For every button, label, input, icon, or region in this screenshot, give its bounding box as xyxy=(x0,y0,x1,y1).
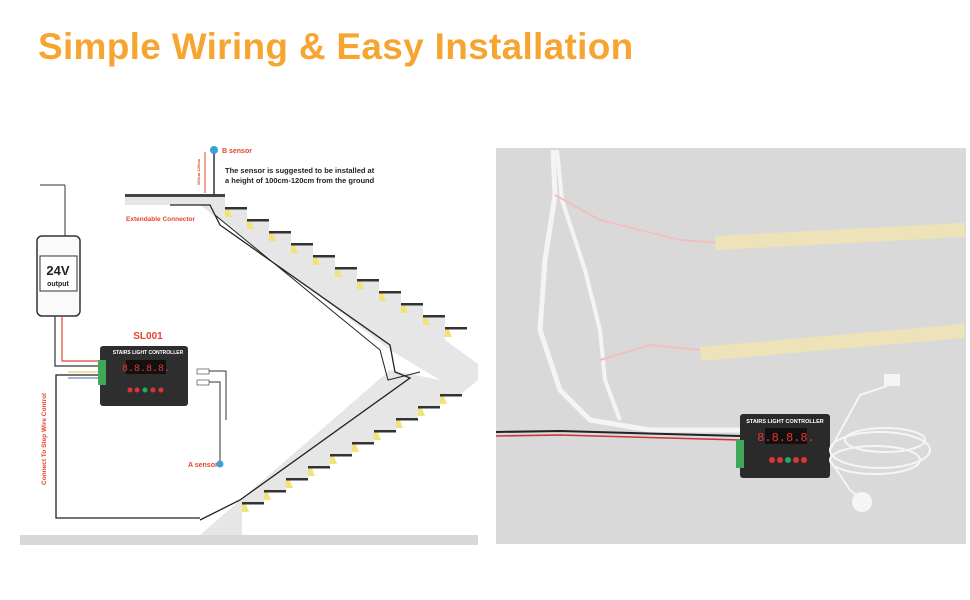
stair-tread xyxy=(264,490,286,493)
stair-tread xyxy=(445,327,467,330)
b-sensor-icon xyxy=(210,146,218,154)
led-strip-upper xyxy=(715,222,966,250)
stair-tread xyxy=(374,430,396,433)
upper-stair-flight xyxy=(125,196,478,380)
step-wire-label: Connect To Step Wire Control xyxy=(41,393,48,485)
sensor-lower-photo xyxy=(852,492,872,512)
stair-tread xyxy=(269,231,291,234)
step-light xyxy=(423,317,430,325)
photo-controller-display: 8.8.8.8. xyxy=(757,431,815,445)
stair-tread xyxy=(242,502,264,505)
step-light xyxy=(286,480,293,488)
step-light xyxy=(335,269,342,277)
step-light xyxy=(242,504,249,512)
model-label: SL001 xyxy=(133,331,163,342)
step-light xyxy=(352,444,359,452)
stair-tread xyxy=(225,207,247,210)
height-mark: 100cm-120cm xyxy=(196,158,201,185)
power-output: output xyxy=(47,281,69,288)
stair-tread xyxy=(352,442,374,445)
controller-label: STAIRS LIGHT CONTROLLER xyxy=(113,350,184,356)
controller-photo xyxy=(740,414,830,478)
step-light xyxy=(396,420,403,428)
floor xyxy=(20,535,478,545)
b-sensor-label: B sensor xyxy=(222,148,252,155)
stair-tread xyxy=(440,394,462,397)
step-light xyxy=(445,329,452,337)
stair-tread xyxy=(313,255,335,258)
step-light xyxy=(330,456,337,464)
stair-tread xyxy=(330,454,352,457)
stair-tread xyxy=(308,466,330,469)
sensor-upper-photo xyxy=(884,374,900,386)
page-title: Simple Wiring & Easy Installation xyxy=(38,26,634,67)
step-light xyxy=(264,492,271,500)
controller-display: 8.8.8.8. xyxy=(122,364,170,375)
step-light xyxy=(379,293,386,301)
photo-controller-label: STAIRS LIGHT CONTROLLER xyxy=(746,419,824,425)
stair-tread xyxy=(379,291,401,294)
step-light xyxy=(374,432,381,440)
note-line-1: The sensor is suggested to be installed … xyxy=(225,166,375,175)
step-wire xyxy=(170,204,412,521)
stair-tread xyxy=(401,303,423,306)
stair-tread xyxy=(357,279,379,282)
lower-stair-flight xyxy=(200,370,478,535)
led-strip-lower xyxy=(699,323,966,361)
step-light xyxy=(418,408,425,416)
step-light xyxy=(247,221,254,229)
a-sensor-icon xyxy=(216,460,224,468)
step-light xyxy=(291,245,298,253)
step-light xyxy=(440,396,447,404)
stair-tread xyxy=(247,219,269,222)
step-light xyxy=(313,257,320,265)
a-sensor-label: A sensor xyxy=(188,462,218,469)
stair-tread xyxy=(418,406,440,409)
extendable-connector-label: Extendable Connector xyxy=(126,216,195,223)
stair-tread xyxy=(396,418,418,421)
stair-tread xyxy=(335,267,357,270)
step-light xyxy=(357,281,364,289)
stair-treads xyxy=(225,207,467,512)
step-light xyxy=(401,305,408,313)
step-light xyxy=(225,209,232,217)
step-light xyxy=(269,233,276,241)
stair-tread xyxy=(291,243,313,246)
stair-tread xyxy=(423,315,445,318)
note-line-2: a height of 100cm-120cm from the ground xyxy=(225,176,375,185)
stair-tread xyxy=(286,478,308,481)
step-light xyxy=(308,468,315,476)
power-voltage: 24V xyxy=(46,263,69,278)
